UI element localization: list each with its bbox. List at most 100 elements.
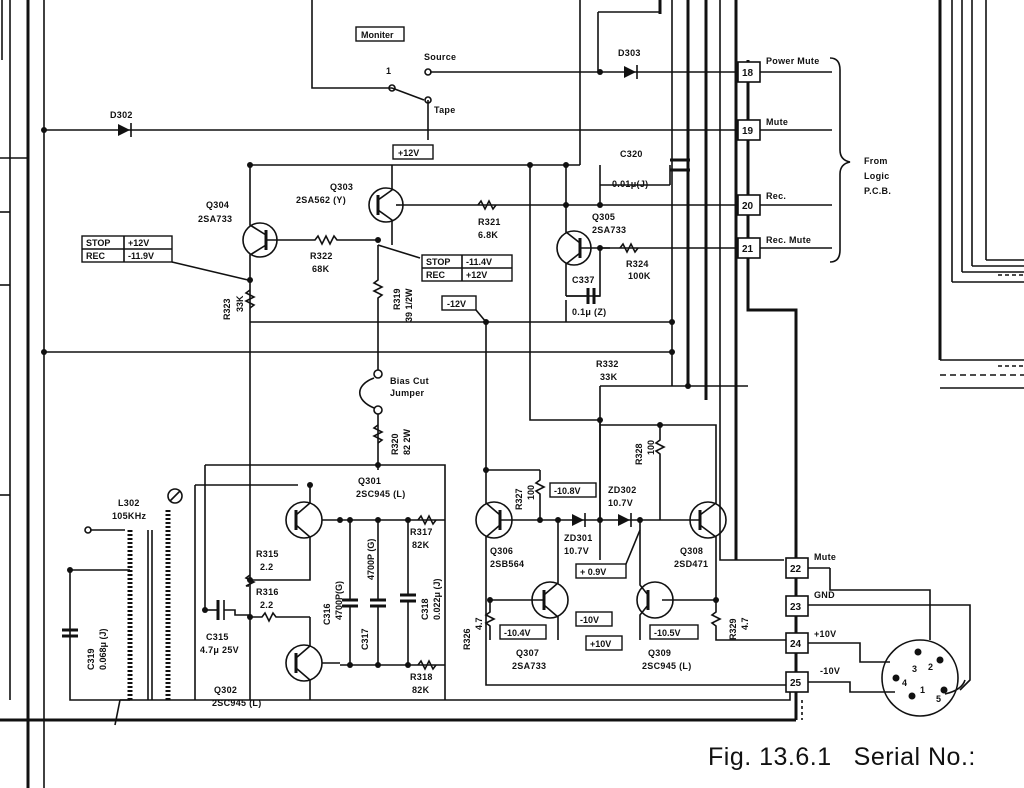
connector-23-label: GND	[814, 590, 835, 600]
r327-label: R327	[514, 488, 524, 510]
c318-value: 0.022μ (J)	[432, 578, 442, 620]
connector-24: 24 +10V	[785, 629, 836, 654]
r316-label: R316	[256, 587, 279, 597]
connector-19-num: 19	[742, 126, 754, 137]
r319-label: R319	[392, 288, 402, 310]
connector-20-label: Rec.	[766, 191, 786, 201]
c317-value: 4700P (G)	[366, 539, 376, 580]
r317-r318-resistors	[417, 514, 437, 671]
c320-value: 0.01μ(J)	[612, 179, 648, 189]
l302-transformer	[114, 488, 183, 726]
l302-label: L302	[118, 498, 140, 508]
r323-label: R323	[222, 298, 232, 320]
c316-c317-c318-capacitors	[342, 520, 416, 665]
connector-21: 21 Rec. Mute	[737, 235, 811, 259]
minus12v-box: -12V	[447, 299, 466, 309]
r318-value: 82K	[412, 685, 430, 695]
top-wiring	[44, 0, 784, 561]
right-bus-lines	[938, 0, 1024, 389]
rec-right-label: REC	[426, 270, 446, 280]
c315-capacitor	[205, 600, 250, 620]
connector-25-num: 25	[790, 678, 802, 689]
c320-capacitor	[670, 158, 690, 172]
connector-25: 25 -10V	[785, 666, 840, 693]
q305-transistor	[556, 205, 610, 296]
r322-label: R322	[310, 251, 333, 261]
q308-label: Q308	[680, 546, 703, 556]
r320-value: 82 2W	[402, 428, 412, 455]
c318-label: C318	[420, 598, 430, 620]
din-connector	[881, 639, 966, 717]
r319-resistor	[372, 244, 421, 370]
l302-frequency: 105KHz	[112, 511, 147, 521]
c337-value: 0.1μ (Z)	[572, 307, 606, 317]
r322-resistor	[300, 234, 378, 246]
q307-transistor	[490, 520, 569, 640]
q302-transistor	[285, 617, 340, 700]
serial-number-label: Serial No.:	[853, 743, 976, 771]
from-logic-line2: Logic	[864, 171, 890, 181]
q303-type-label: 2SA562 (Y)	[296, 195, 346, 205]
zd301-value: 10.7V	[564, 546, 589, 556]
r326-r329-resistors	[484, 600, 790, 641]
q307-label: Q307	[516, 648, 539, 658]
connector-23: 23 GND	[785, 590, 835, 617]
q304-transistor	[242, 164, 378, 700]
r328-value: 100	[646, 440, 656, 455]
c319-value: 0.068μ (J)	[98, 628, 108, 670]
q306-type-label: 2SB564	[490, 559, 524, 569]
r321-resistor	[477, 199, 497, 211]
q308-type-label: 2SD471	[674, 559, 708, 569]
from-logic-line1: From	[864, 156, 888, 166]
q302-label: Q302	[214, 685, 237, 695]
q309-type-label: 2SC945 (L)	[642, 661, 692, 671]
rec-right-value: +12V	[466, 270, 487, 280]
connector-21-num: 21	[742, 244, 754, 255]
r317-value: 82K	[412, 540, 430, 550]
zd302-value: 10.7V	[608, 498, 633, 508]
c337-label: C337	[572, 275, 595, 285]
r324-label: R324	[626, 259, 649, 269]
q304-type-label: 2SA733	[198, 214, 232, 224]
q301-type-label: 2SC945 (L)	[356, 489, 406, 499]
connector-25-label: -10V	[820, 666, 840, 676]
plus0-9v-box: + 0.9V	[580, 567, 606, 577]
q302-type-label: 2SC945 (L)	[212, 698, 262, 708]
q309-label: Q309	[648, 648, 671, 658]
minus10v-box: -10V	[580, 615, 599, 625]
connector-wiring	[0, 60, 971, 722]
q306-label: Q306	[490, 546, 513, 556]
stop-right-label: STOP	[426, 257, 450, 267]
din-pin-1: 1	[920, 685, 925, 695]
left-bus-lines	[0, 0, 45, 788]
r324-value: 100K	[628, 271, 651, 281]
connector-19: 19 Mute	[737, 117, 788, 141]
stop-rec-right-box: STOP -11.4V REC +12V	[421, 254, 513, 282]
source-tape-switch	[388, 68, 432, 140]
q308-transistor	[640, 500, 727, 600]
connector-24-label: +10V	[814, 629, 836, 639]
d303-diode	[624, 65, 638, 79]
connector-18: 18 Power Mute	[737, 56, 819, 83]
connector-23-num: 23	[790, 602, 802, 613]
q304-label: Q304	[206, 200, 229, 210]
r315-label: R315	[256, 549, 279, 559]
r323-value: 33K	[235, 295, 245, 312]
connector-18-num: 18	[742, 68, 754, 79]
r317-label: R317	[410, 527, 433, 537]
connector-24-num: 24	[790, 639, 802, 650]
c316-value: 4700P(G)	[334, 581, 344, 620]
from-logic-line3: P.C.B.	[864, 186, 891, 196]
c319-capacitor	[62, 628, 78, 638]
q301-label: Q301	[358, 476, 381, 486]
switch-position-label: 1	[386, 66, 391, 76]
from-logic-brace	[829, 57, 851, 263]
q305-label: Q305	[592, 212, 615, 222]
rec-left-value: -11.9V	[128, 251, 154, 261]
jumper-label: Jumper	[390, 388, 425, 398]
din-pin-3: 3	[912, 664, 917, 674]
bias-cut-jumper	[358, 369, 383, 470]
r320-label: R320	[390, 433, 400, 455]
d302-diode	[118, 123, 132, 137]
